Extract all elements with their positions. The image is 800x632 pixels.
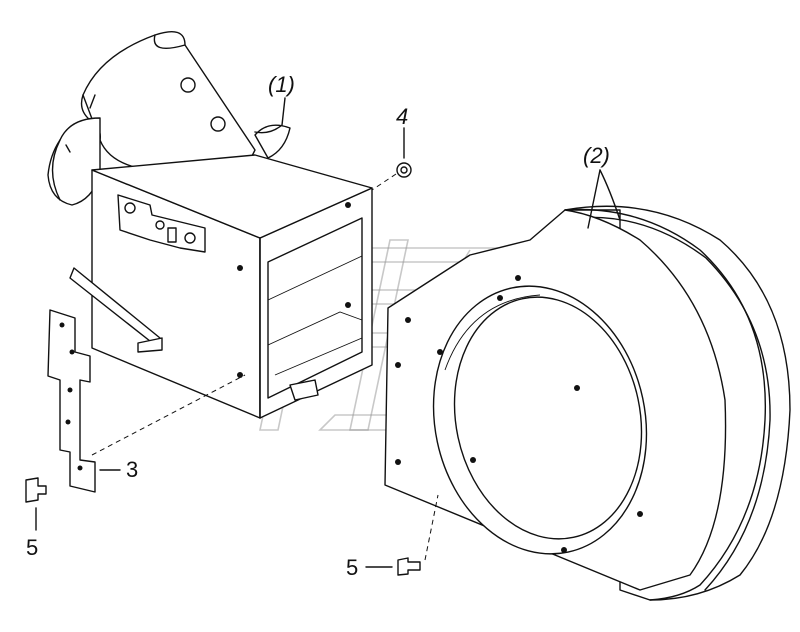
callout-4-label: 4 — [396, 104, 408, 129]
cover-assembly-2: (2) — [384, 143, 791, 601]
callout-1-label: (1) — [268, 72, 295, 97]
callout-5-left-label: 5 — [26, 535, 38, 560]
housing-assembly-1 — [47, 31, 373, 419]
callout-5-right-label: 5 — [346, 555, 358, 580]
bolt-5-right — [397, 557, 421, 576]
callout-2-label: (2) — [583, 143, 610, 168]
bolt-5-right-group: 5 — [346, 494, 439, 580]
bolt-5-left — [25, 477, 47, 503]
nut-4-group: 4 — [371, 104, 412, 191]
nut-4 — [396, 162, 412, 178]
bolt-5-left-group: 5 — [25, 477, 47, 560]
bracket-3 — [47, 309, 96, 493]
bracket-3-group: 3 — [47, 309, 246, 493]
callout-3-label: 3 — [126, 457, 138, 482]
callout-1-group: (1) — [254, 72, 295, 134]
